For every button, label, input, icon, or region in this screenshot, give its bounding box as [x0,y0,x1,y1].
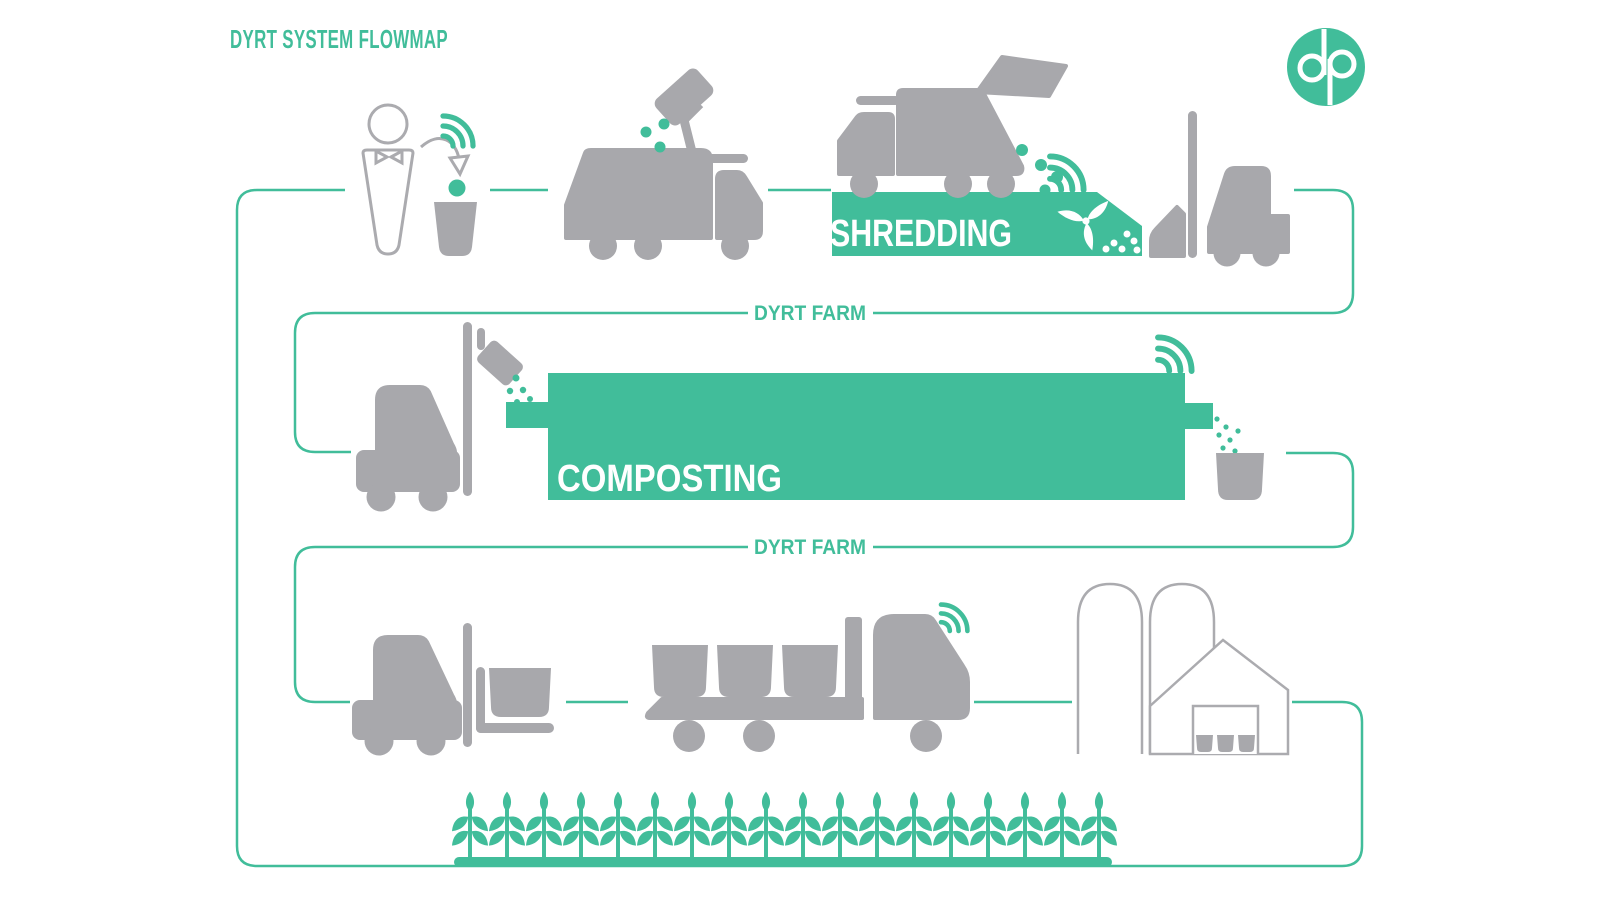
forklift-icon [1149,111,1290,267]
silo-icon [1076,582,1144,754]
tunnel-inlet [506,402,550,428]
throw-arrow-icon [420,137,471,178]
wifi-icon [941,605,967,631]
flatbed-truck-icon [644,614,970,752]
lifted-bin-icon [654,68,714,126]
open-flap-icon [975,55,1068,98]
shredder-blade-icon [1057,196,1109,251]
stored-boxes [1196,735,1255,752]
organic-waste-dots [640,118,670,153]
forklift-icon [352,623,554,756]
wifi-icon [1158,337,1192,371]
tipping-bucket-icon [477,340,523,386]
person-icon [361,103,415,256]
farm-label-top: DYRT FARM [754,302,866,325]
compost-pot-icon [1216,453,1264,500]
waste-dot [448,179,466,197]
barn-icon [1076,582,1290,756]
page-title: DYRT SYSTEM FLOWMAP [230,24,448,54]
collection-truck-icon [564,68,763,260]
waste-bin-icon [434,202,477,256]
composting-label: COMPOSTING [557,458,782,500]
farm-label-bottom: DYRT FARM [754,536,866,559]
composting-tunnel [506,373,1213,500]
flow-connector-lines [235,188,1364,868]
tunnel-outlet [1185,403,1213,429]
forklift-icon [356,322,523,512]
bowtie-icon [374,148,391,166]
organic-waste-dots [1016,144,1063,196]
shredded-output-dots [1102,230,1141,254]
scoop-icon [1149,205,1186,258]
compost-box-icon [489,668,551,717]
shredding-zone [832,192,1142,256]
dyrt-logo [1287,28,1365,106]
dump-truck-icon [837,55,1068,198]
shredding-label: SHREDDING [830,213,1012,255]
crops-row [452,791,1117,867]
